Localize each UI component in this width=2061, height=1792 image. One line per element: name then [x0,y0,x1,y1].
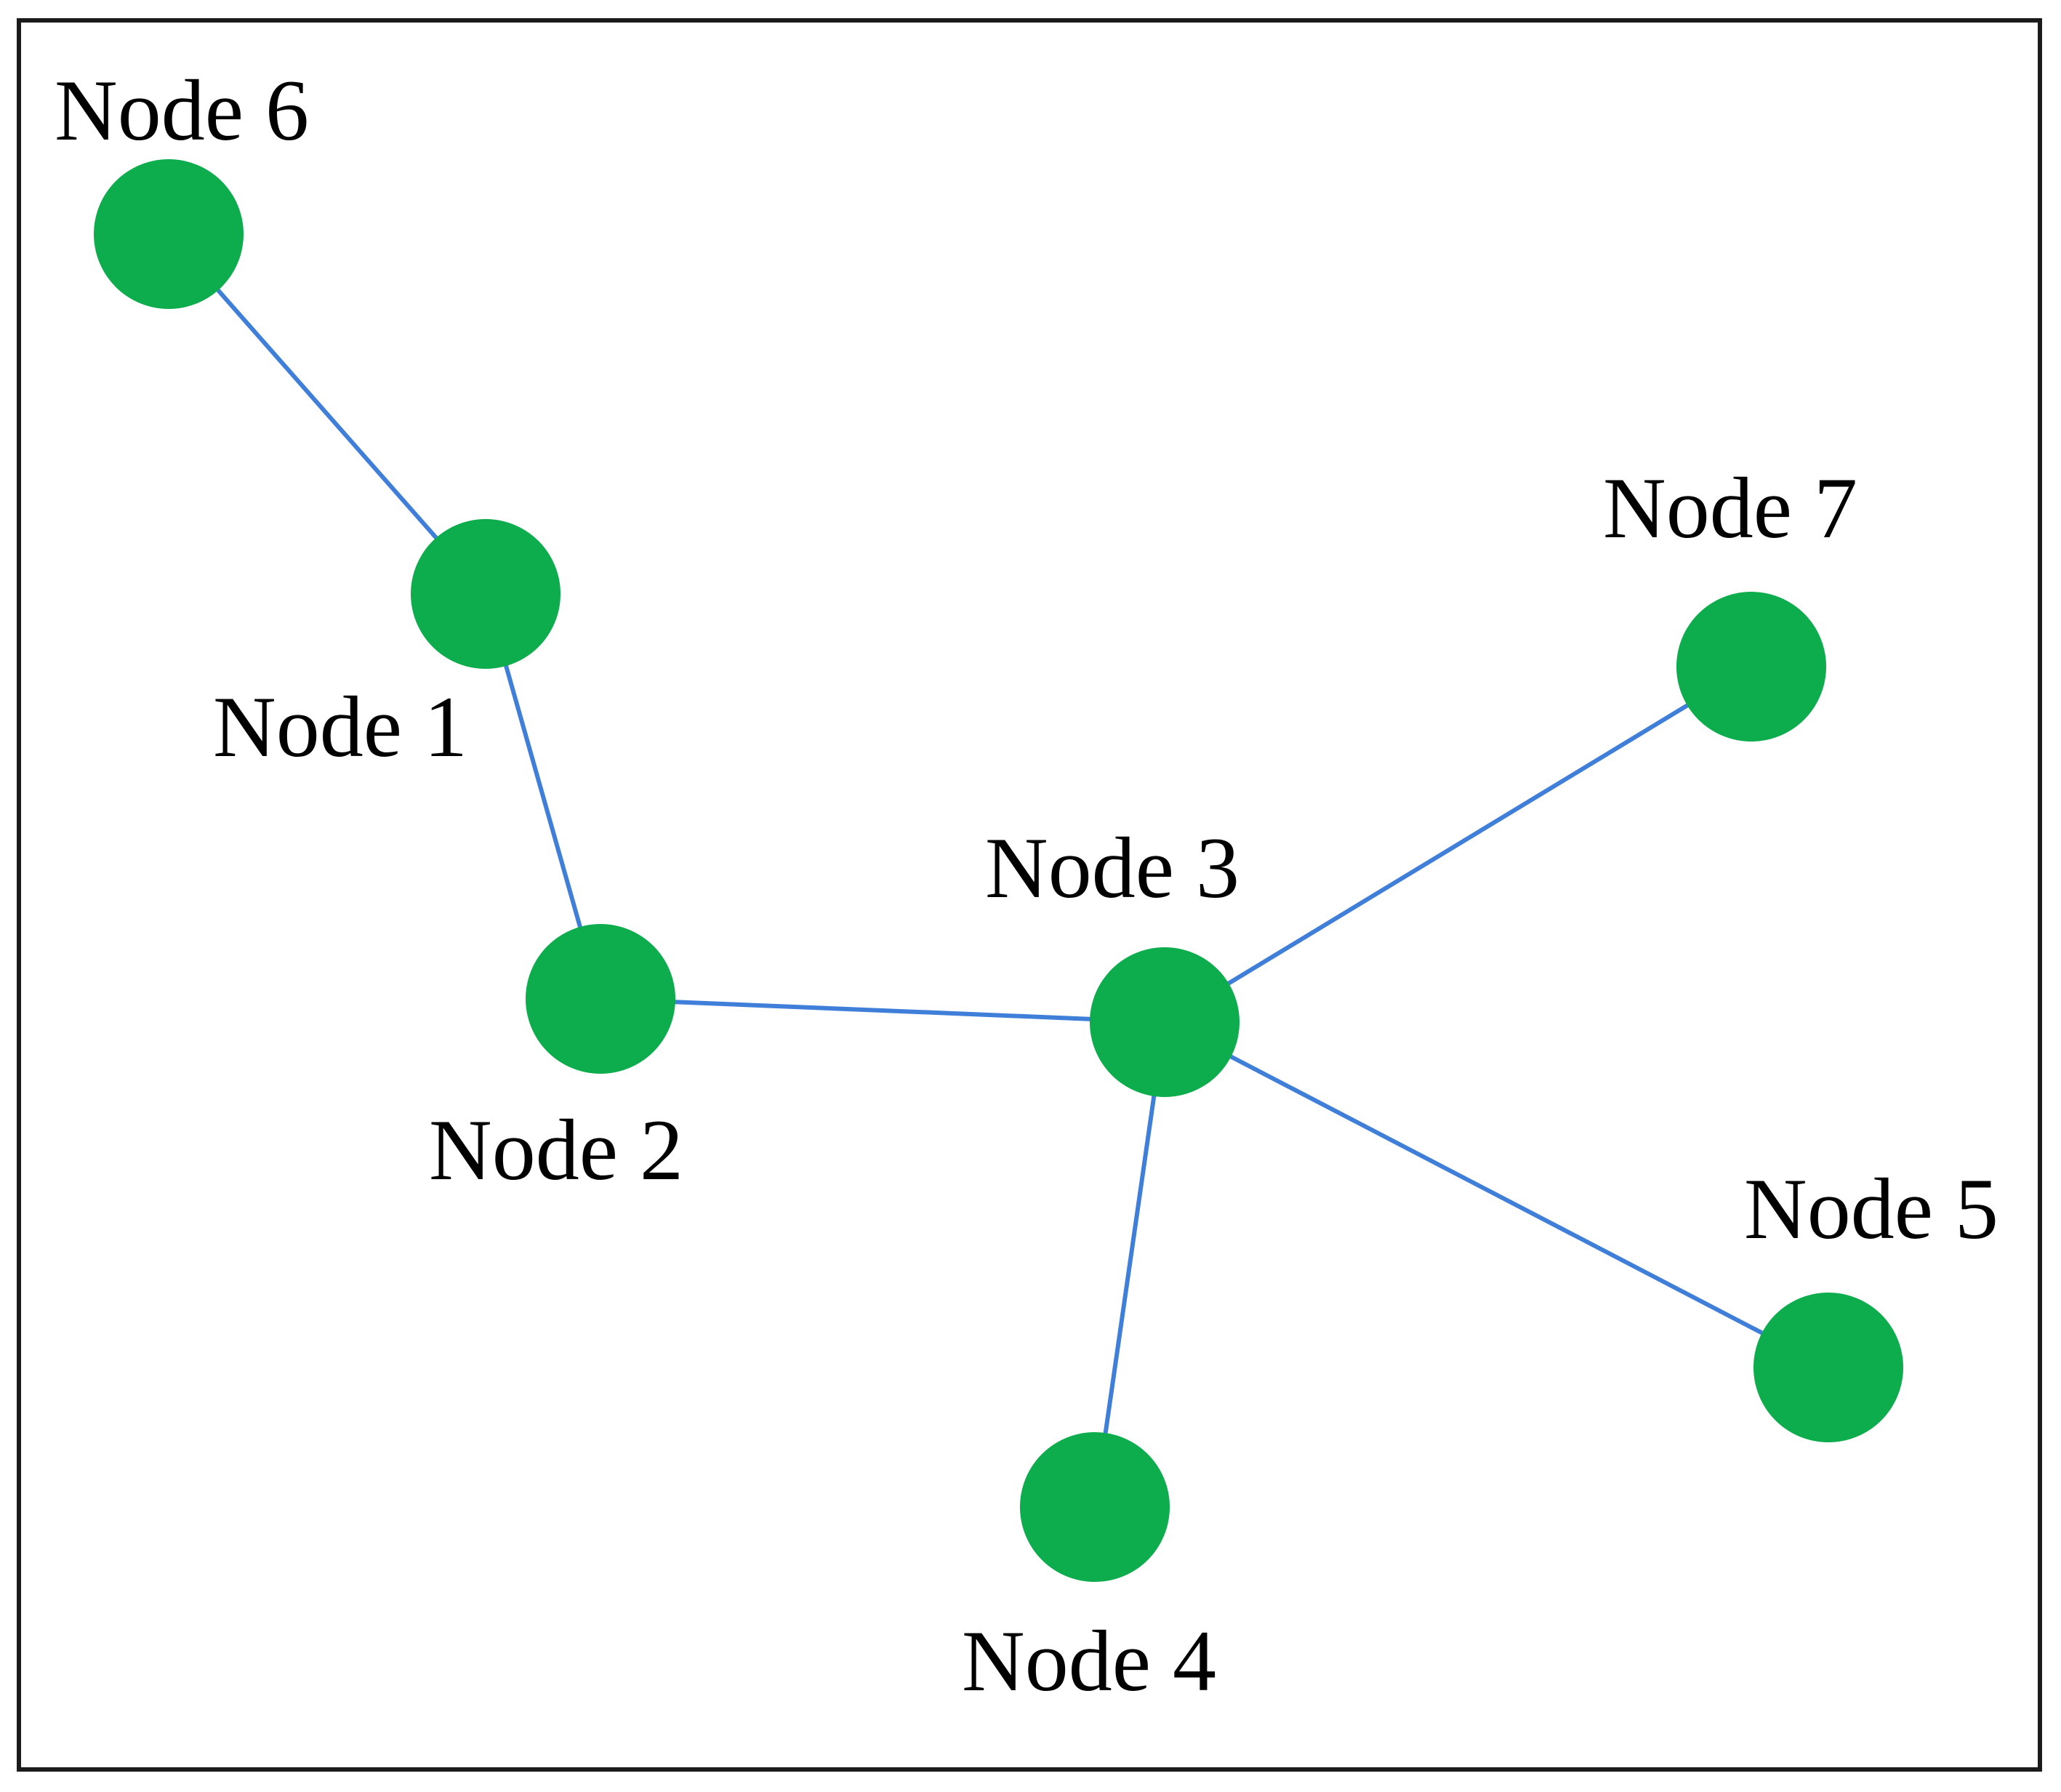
node2-circle [526,924,675,1074]
node1-label: Node 1 [213,678,467,775]
edge-node6-node1 [166,232,488,596]
node7-label: Node 7 [1603,459,1857,556]
node4-label: Node 4 [962,1612,1216,1709]
edge-node3-node7 [1162,664,1753,1024]
node1-circle [411,519,561,669]
edge-node3-node5 [1162,1020,1831,1370]
node4-circle [1020,1432,1170,1582]
node5-circle [1753,1293,1903,1442]
edge-node2-node3 [598,997,1167,1024]
edge-node3-node4 [1093,1020,1167,1509]
node2-label: Node 2 [429,1101,683,1198]
node7-circle [1676,592,1826,742]
node3-label: Node 3 [985,819,1240,916]
node6-label: Node 6 [55,62,309,158]
node6-circle [94,159,244,309]
node3-circle [1090,947,1240,1097]
node5-label: Node 5 [1744,1160,1998,1257]
